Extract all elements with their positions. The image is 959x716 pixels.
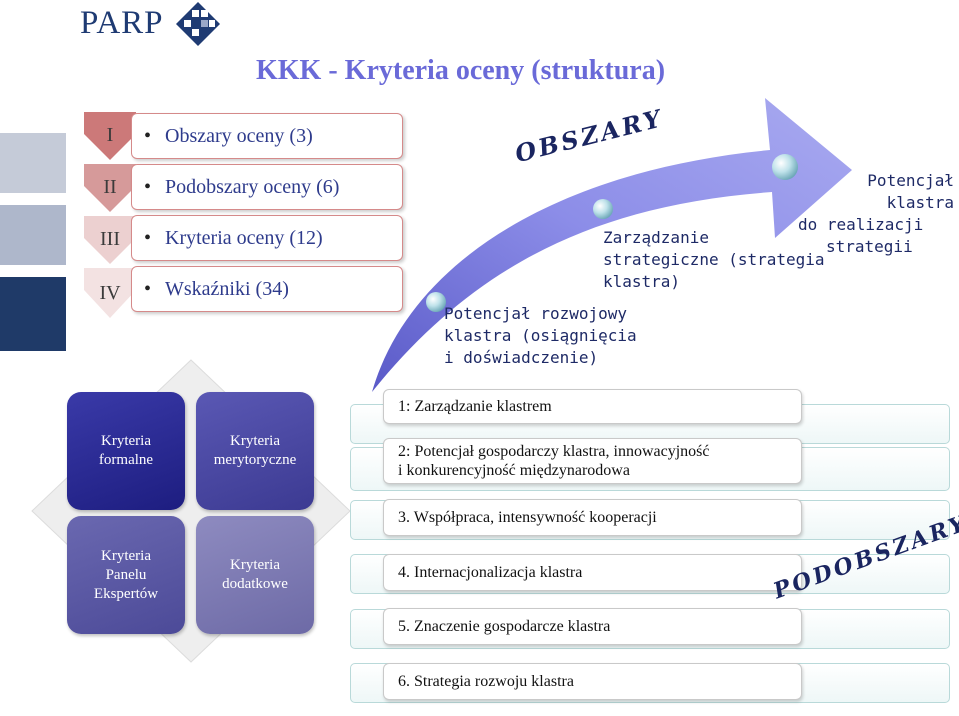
level-item: • Podobszary oceny (6): [131, 164, 403, 210]
level-item: • Kryteria oceny (12): [131, 215, 403, 261]
level-item: • Wskaźniki (34): [131, 266, 403, 312]
level-label: Podobszary oceny (6): [165, 175, 340, 198]
obszary-step-2: Zarządzanie strategiczne (strategia klas…: [603, 227, 825, 293]
criterion-text: 3. Współpraca, intensywność kooperacji: [398, 509, 657, 526]
quadrant-formalne: Kryteria formalne: [67, 392, 185, 510]
quadrant-label: Kryteria: [101, 547, 151, 564]
level-label: Obszary oceny (3): [165, 124, 313, 147]
quadrant-label: Kryteria: [101, 433, 151, 449]
criterion-text: 4. Internacjonalizacja klastra: [398, 564, 583, 581]
level-label: Wskaźniki (34): [165, 277, 289, 300]
quadrant-label: merytoryczne: [213, 452, 297, 468]
level-chevrons: [84, 112, 136, 318]
quadrant-label: Ekspertów: [93, 585, 159, 602]
bullet-icon: •: [144, 124, 152, 147]
step-marker-3: [772, 154, 798, 180]
criterion-text: 5. Znaczenie gospodarcze klastra: [398, 618, 611, 635]
parp-logo-text: PARP: [80, 5, 164, 41]
page-title: KKK - Kryteria oceny (struktura): [256, 55, 666, 86]
quadrant-merytoryczne: Kryteria merytoryczne: [196, 392, 314, 510]
step-text: Potencjał rozwojowy: [444, 304, 628, 323]
quadrant-label: Kryteria: [230, 433, 280, 449]
quadrant-label: dodatkowe: [222, 576, 288, 592]
step-text: i doświadczenie): [444, 348, 599, 367]
level-numeral: III: [100, 227, 120, 250]
criterion-text: 6. Strategia rozwoju klastra: [398, 673, 574, 690]
bullet-icon: •: [144, 277, 152, 300]
criterion-item: 4. Internacjonalizacja klastra: [383, 554, 802, 591]
criterion-text: 2: Potencjał gospodarczy klastra, innowa…: [398, 443, 710, 460]
criterion-item: 1: Zarządzanie klastrem: [383, 389, 802, 424]
step-text: do realizacji: [798, 215, 924, 234]
criterion-item: 5. Znaczenie gospodarcze klastra: [383, 608, 802, 645]
step-text: Potencjał klastra: [867, 171, 954, 212]
criterion-text: 1: Zarządzanie klastrem: [398, 398, 552, 415]
quadrant-label: Panelu: [105, 566, 147, 583]
quadrant-dodatkowe: Kryteria dodatkowe: [196, 516, 314, 634]
level-item: • Obszary oceny (3): [131, 113, 403, 159]
obszary-step-3: Potencjał klastra do realizacji strategi…: [796, 170, 954, 258]
quadrant-label: Kryteria: [230, 557, 280, 573]
step-text: strategii: [826, 237, 913, 256]
quadrant-label: formalne: [98, 452, 154, 468]
step-text: klastra (osiągnięcia: [444, 326, 637, 345]
step-marker-1: [426, 292, 446, 312]
step-marker-2: [593, 199, 613, 219]
obszary-step-1: Potencjał rozwojowy klastra (osiągnięcia…: [444, 303, 637, 369]
step-text: klastra): [603, 272, 681, 291]
level-label: Kryteria oceny (12): [165, 226, 323, 249]
side-bar-1: [0, 133, 66, 193]
criterion-item: 6. Strategia rozwoju klastra: [383, 663, 802, 700]
side-bar-3: [0, 277, 66, 351]
criterion-text: i konkurencyjność międzynarodowa: [398, 462, 630, 479]
parp-logo-icon: [176, 2, 220, 46]
bullet-icon: •: [144, 175, 152, 198]
level-numeral: I: [106, 123, 114, 146]
step-text: strategiczne (strategia: [603, 250, 825, 269]
step-text: Zarządzanie: [603, 228, 709, 247]
side-bar-2: [0, 205, 66, 265]
bullet-icon: •: [144, 226, 152, 249]
level-numeral: IV: [99, 281, 121, 304]
level-numeral: II: [103, 175, 117, 198]
criterion-item: 2: Potencjał gospodarczy klastra, innowa…: [383, 438, 802, 484]
criterion-item: 3. Współpraca, intensywność kooperacji: [383, 499, 802, 536]
